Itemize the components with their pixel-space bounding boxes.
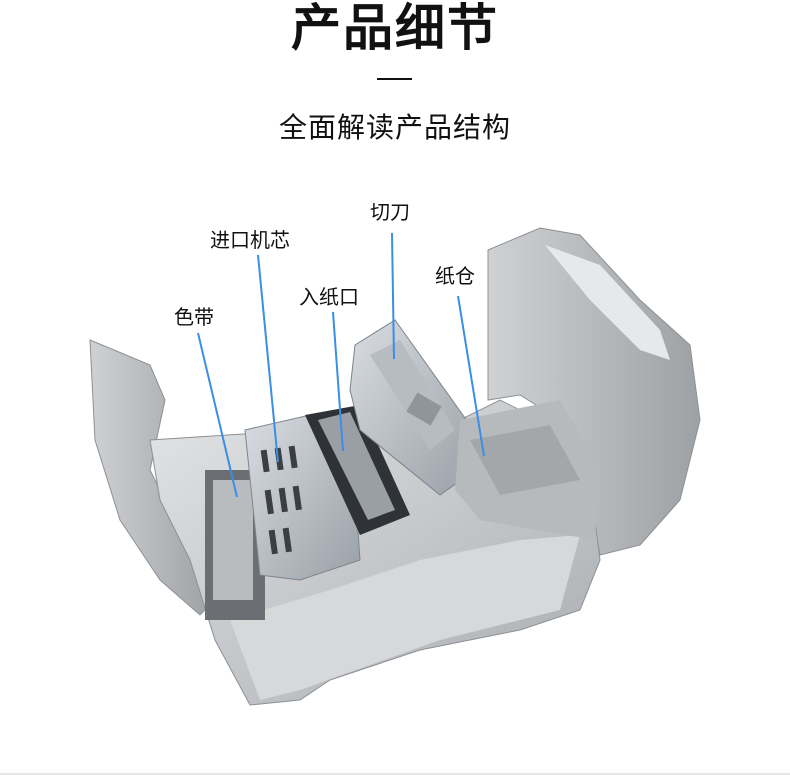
callout-ribbon: 色带 — [174, 305, 214, 329]
callout-paper-entry: 入纸口 — [299, 285, 359, 309]
page-subtitle: 全面解读产品结构 — [278, 111, 511, 144]
callout-line-mechanism — [257, 254, 279, 463]
callout-line-ribbon — [197, 332, 238, 498]
bottom-divider — [0, 773, 790, 775]
callout-imported-mechanism: 进口机芯 — [210, 228, 290, 252]
callout-cutter: 切刀 — [370, 200, 410, 224]
page-title: 产品细节 — [291, 0, 499, 57]
title-divider — [377, 78, 412, 80]
callout-paper-bin: 纸仓 — [435, 264, 475, 288]
callout-line-paper-bin — [457, 295, 485, 457]
callout-line-cutter — [391, 232, 395, 360]
callout-line-paper-entry — [332, 311, 344, 452]
